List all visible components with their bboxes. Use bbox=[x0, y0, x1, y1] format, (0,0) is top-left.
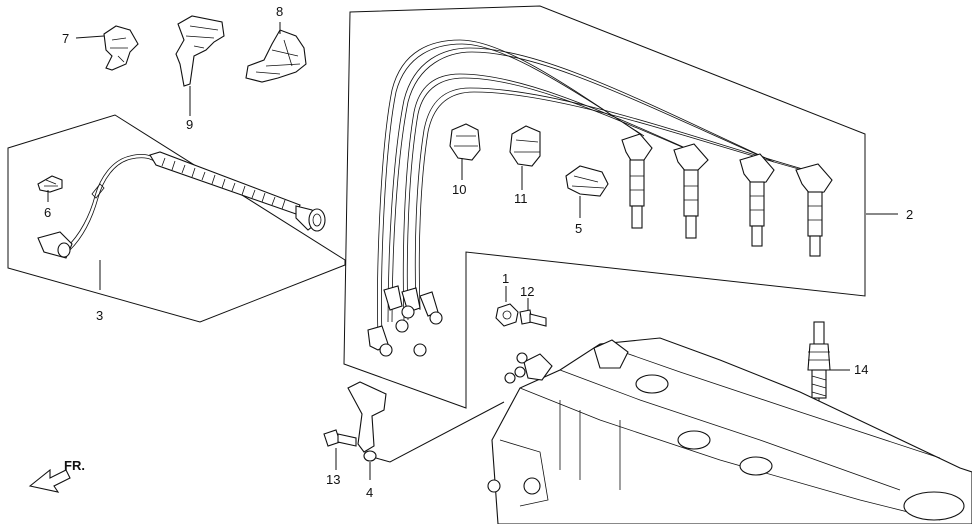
callout-9: 9 bbox=[186, 117, 193, 132]
clip-part-6 bbox=[37, 175, 63, 193]
callout-1: 1 bbox=[502, 271, 509, 286]
nut-part-1 bbox=[495, 286, 519, 327]
callout-13: 13 bbox=[326, 472, 340, 487]
wire-set-outline bbox=[343, 5, 866, 409]
callout-7: 7 bbox=[62, 31, 69, 46]
bolt-part-13 bbox=[323, 429, 357, 470]
front-direction-label: FR. bbox=[64, 458, 85, 473]
spark-plug-part-14 bbox=[807, 321, 850, 410]
front-arrow-icon bbox=[28, 468, 71, 493]
plug-cap-1 bbox=[621, 133, 653, 229]
callout-14: 14 bbox=[854, 362, 868, 377]
callout-11: 11 bbox=[514, 191, 528, 206]
holder-part-11 bbox=[509, 125, 541, 167]
bracket-part-4 bbox=[347, 381, 505, 480]
callout-8: 8 bbox=[276, 4, 283, 19]
wire-set-group bbox=[343, 5, 898, 409]
callout-labels: 1 2 3 4 5 6 7 8 9 10 11 12 13 14 bbox=[44, 4, 913, 500]
callout-3: 3 bbox=[96, 308, 103, 323]
plug-cap-3 bbox=[739, 153, 775, 247]
holder-part-8 bbox=[245, 22, 307, 83]
bolt-part-12 bbox=[519, 298, 547, 327]
callout-2: 2 bbox=[906, 207, 913, 222]
callout-12: 12 bbox=[520, 284, 534, 299]
callout-leaders bbox=[47, 158, 581, 290]
engine-head-assembly bbox=[487, 337, 972, 524]
front-direction-indicator: FR. bbox=[28, 458, 85, 493]
holder-part-10 bbox=[449, 123, 481, 161]
cable-part-3 bbox=[37, 151, 326, 259]
callout-5: 5 bbox=[575, 221, 582, 236]
plug-cap-2 bbox=[673, 143, 709, 239]
cable-kit-outline bbox=[7, 114, 346, 323]
clamp-part-7 bbox=[75, 25, 139, 71]
callout-10: 10 bbox=[452, 182, 466, 197]
holder-part-5 bbox=[565, 165, 609, 197]
cable-kit-group bbox=[7, 114, 346, 323]
ignition-wires-part-2 bbox=[367, 39, 833, 357]
holder-part-9 bbox=[175, 15, 225, 116]
callout-6: 6 bbox=[44, 205, 51, 220]
plug-cap-4 bbox=[795, 163, 833, 257]
callout-4: 4 bbox=[366, 485, 373, 500]
